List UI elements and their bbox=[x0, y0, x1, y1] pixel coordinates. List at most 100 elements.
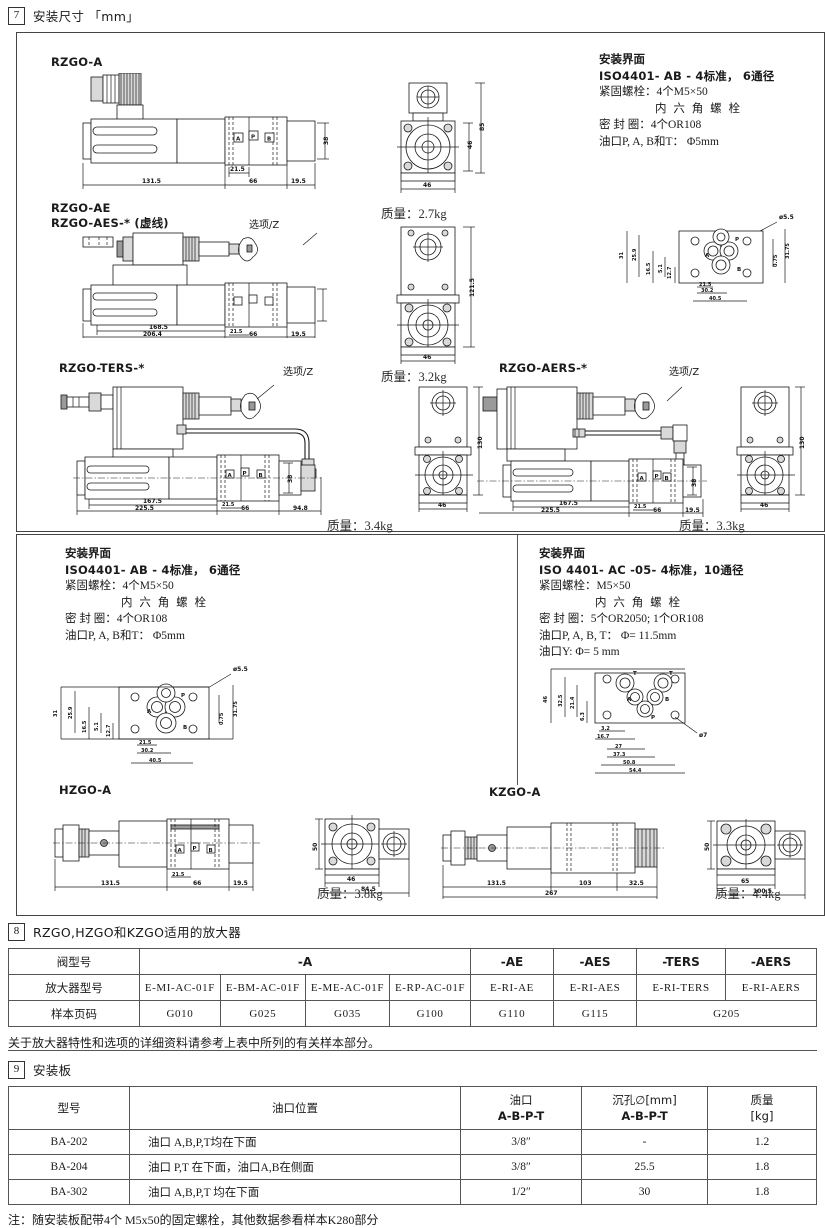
dim-38-aers: 38 bbox=[691, 479, 698, 487]
dim-46-ae: 46 bbox=[423, 354, 431, 361]
svg-text:A: A bbox=[178, 848, 183, 854]
section-8-number: 8 bbox=[8, 922, 25, 941]
drawing-label-rzgo-a: RZGO-A bbox=[51, 55, 103, 69]
svg-text:P: P bbox=[181, 693, 185, 699]
dim-21-5-aers: 21.5 bbox=[634, 504, 647, 510]
col-header-position: 油口位置 bbox=[129, 1086, 461, 1130]
section-9-header: 9 安装板 bbox=[0, 1060, 71, 1079]
drawing-rzgo-ters: RZGO-TERS-* bbox=[59, 361, 145, 375]
dim-19-5: 19.5 bbox=[291, 178, 306, 185]
catalog-page-5: G115 bbox=[553, 1000, 637, 1027]
valve-group-aes: -AES bbox=[553, 948, 637, 975]
spec-bolt-bottom: 紧固螺栓：4个M5×50 bbox=[65, 580, 174, 592]
drawing-svg-rzgo-ae-front: 46 121.5 bbox=[396, 226, 476, 364]
svg-text:A: A bbox=[228, 473, 233, 479]
valve-group-aers: -AERS bbox=[725, 948, 817, 975]
dim-38-ters: 38 bbox=[287, 475, 294, 483]
drawing-label-hzgo-a: HZGO-A bbox=[59, 783, 112, 797]
table-row: BA-204 油口 P,T 在下面，油口A,B在侧面 3/8″ 25.5 1.8 bbox=[8, 1154, 817, 1180]
option-label-aers: 选项/Z bbox=[669, 367, 700, 378]
mass-rzgo-aers: 质量：3.3kg bbox=[679, 519, 745, 533]
spec-seal-top: 密 封 圈：4个OR108 bbox=[599, 119, 702, 131]
svg-text:31.75: 31.75 bbox=[785, 243, 791, 259]
drawing-svg-kzgo-a: 131.5 103 32.5 267 bbox=[441, 822, 665, 899]
cell-model-1: BA-204 bbox=[8, 1154, 130, 1180]
svg-text:16.5: 16.5 bbox=[646, 262, 652, 275]
amp-model-0: E-MI-AC-01F bbox=[139, 974, 221, 1001]
dim-50-kzgo: 50 bbox=[704, 843, 711, 851]
svg-text:0.75: 0.75 bbox=[773, 254, 779, 267]
drawing-label-rzgo-ae: RZGO-AE bbox=[51, 201, 111, 215]
section-8-header: 8 RZGO,HZGO和KZGO适用的放大器 bbox=[0, 922, 241, 941]
spec-standard-top: ISO4401- AB - 4标准， 6通径 bbox=[599, 68, 775, 83]
section-9-title: 安装板 bbox=[33, 1063, 72, 1078]
dim-267: 267 bbox=[545, 890, 558, 897]
row-header-amplifier-model: 放大器型号 bbox=[8, 974, 140, 1001]
mounting-plate-table: 型号 油口位置 油口 A-B-P-T 沉孔∅[mm] A-B-P-T 质量 [k… bbox=[8, 1086, 817, 1205]
hole-dia-top: ø5.5 bbox=[779, 214, 794, 221]
drawing-label-kzgo-a: KZGO-A bbox=[489, 785, 541, 799]
drawing-svg-rzgo-a: A P B 131.5 66 19.5 21.5 38 bbox=[82, 73, 330, 189]
svg-text:37.3: 37.3 bbox=[613, 752, 626, 758]
dim-66-hzgo: 66 bbox=[193, 880, 201, 887]
mount-pattern-10: A B P T T ø7 46 32.5 21.4 6.3 3.2 bbox=[543, 668, 707, 774]
option-label-ters: 选项/Z bbox=[283, 367, 314, 378]
svg-text:B: B bbox=[209, 848, 213, 854]
spec-hex-bottom: 内 六 角 螺 栓 bbox=[121, 596, 208, 609]
mass-rzgo-ters: 质量：3.4kg bbox=[327, 519, 393, 533]
svg-text:50.8: 50.8 bbox=[623, 760, 636, 766]
cell-port-0: 3/8″ bbox=[460, 1129, 582, 1155]
svg-text:B: B bbox=[183, 725, 187, 731]
drawing-svg-rzgo-aers: A P B 167.5 225.5 66 19.5 21.5 38 bbox=[477, 386, 707, 517]
catalog-page-0: G010 bbox=[139, 1000, 221, 1027]
amplifier-table-wrap: 阀型号 -A -AE -AES -TERS -AERS 放大器型号 E-MI-A… bbox=[0, 945, 825, 1051]
col-header-port-l2: A-B-P-T bbox=[497, 1109, 545, 1123]
col-header-position-l1: 油口位置 bbox=[272, 1101, 318, 1115]
col-header-mass-l1: 质量 bbox=[750, 1093, 774, 1107]
svg-text:27: 27 bbox=[615, 744, 622, 750]
svg-text:A: A bbox=[627, 697, 632, 703]
svg-text:0.75: 0.75 bbox=[219, 712, 225, 725]
section-9-number: 9 bbox=[8, 1060, 25, 1079]
svg-text:12.7: 12.7 bbox=[667, 266, 673, 279]
svg-text:5.1: 5.1 bbox=[94, 722, 100, 731]
spec-seal-ac: 密 封 圈：5个OR2050; 1个OR108 bbox=[539, 613, 704, 625]
drawing-label-rzgo-aers: RZGO-AERS-* bbox=[499, 361, 588, 375]
section-7-header: 7 安装尺寸 「mm」 bbox=[0, 6, 139, 25]
col-header-mass: 质量 [kg] bbox=[707, 1086, 817, 1130]
svg-text:31.75: 31.75 bbox=[233, 701, 239, 717]
col-header-counterbore: 沉孔∅[mm] A-B-P-T bbox=[581, 1086, 708, 1130]
dim-19-5-hzgo: 19.5 bbox=[233, 880, 248, 887]
svg-text:A: A bbox=[147, 709, 152, 715]
amp-model-3: E-RP-AC-01F bbox=[389, 974, 471, 1001]
dim-46-aers: 46 bbox=[760, 502, 768, 509]
frame-divider bbox=[517, 535, 518, 785]
dim-21-5-hzgo: 21.5 bbox=[172, 872, 185, 878]
catalog-page-2: G035 bbox=[304, 1000, 391, 1027]
dim-94-8: 94.8 bbox=[293, 505, 308, 512]
amp-model-1: E-BM-AC-01F bbox=[219, 974, 306, 1001]
dim-66-ters: 66 bbox=[241, 505, 249, 512]
dim-46-ters: 46 bbox=[438, 502, 446, 509]
spec-hex-ac: 内 六 角 螺 栓 bbox=[595, 596, 682, 609]
spec-standard-bottom: ISO4401- AB - 4标准， 6通径 bbox=[65, 562, 241, 577]
drawing-svg-rzgo-a-front: 46 46 85 bbox=[397, 82, 486, 193]
drawing-svg-hzgo-a: A P B 131.5 66 19.5 21.5 bbox=[53, 818, 261, 891]
drawing-svg-kzgo-front: 65 100.5 50 bbox=[704, 819, 806, 899]
hole-dia-10: ø7 bbox=[699, 732, 707, 739]
svg-text:21.5: 21.5 bbox=[699, 282, 712, 288]
svg-text:B: B bbox=[259, 473, 263, 479]
cell-mass-1: 1.8 bbox=[707, 1154, 817, 1180]
dim-65: 65 bbox=[741, 878, 749, 885]
spec-iso-ab-bottom: 安装界面 ISO4401- AB - 4标准， 6通径 紧固螺栓：4个M5×50… bbox=[65, 545, 240, 644]
dim-131-5-kzgo: 131.5 bbox=[487, 880, 506, 887]
section-7-title: 安装尺寸 「mm」 bbox=[33, 9, 140, 24]
svg-text:A: A bbox=[705, 253, 710, 259]
drawing-svg-ters-front: 46 130 bbox=[414, 386, 484, 512]
drawing-svg-hzgo-front: 46 84.5 50 bbox=[312, 815, 410, 897]
mass-rzgo-ae: 质量：3.2kg bbox=[381, 370, 447, 384]
svg-text:21.4: 21.4 bbox=[570, 696, 576, 709]
dim-225-5-aers: 225.5 bbox=[541, 507, 560, 514]
svg-text:32.5: 32.5 bbox=[558, 694, 564, 707]
svg-text:6.3: 6.3 bbox=[580, 712, 586, 721]
